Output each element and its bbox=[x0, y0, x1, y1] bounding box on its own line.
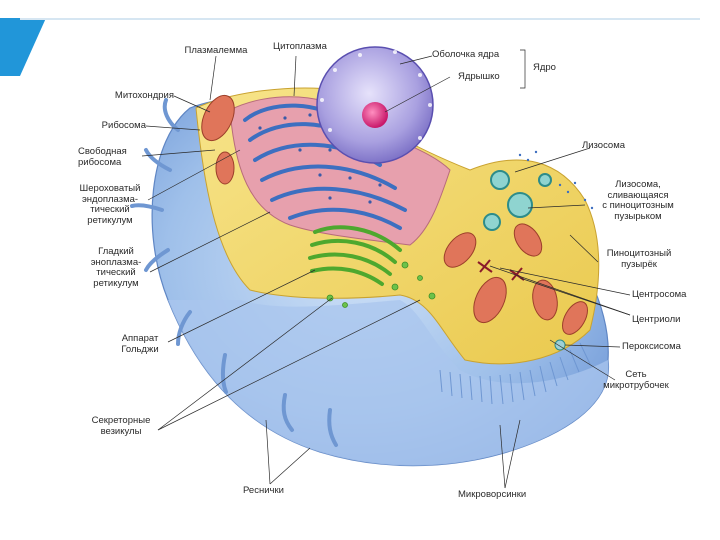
label-secretory-vesicles: Секреторные везикулы bbox=[80, 416, 162, 437]
label-ribosome: Рибосома bbox=[76, 121, 146, 132]
label-free-ribosome: Свободная рибосома bbox=[78, 147, 127, 168]
label-centrosome: Центросома bbox=[632, 290, 686, 301]
nucleolus bbox=[362, 102, 388, 128]
label-smooth-er: Гладкий эноплазма- тический ретикулум bbox=[80, 247, 152, 289]
label-lysosome: Лизосома bbox=[582, 141, 625, 152]
label-mitochondrion: Митохондрия bbox=[76, 91, 174, 102]
label-microtubule-network: Сеть микротрубочек bbox=[592, 370, 680, 391]
label-microvilli: Микроворсинки bbox=[458, 490, 526, 501]
label-nuclear-envelope: Оболочка ядра bbox=[432, 50, 499, 61]
label-nucleolus: Ядрышко bbox=[458, 72, 500, 83]
label-cytoplasm: Цитоплазма bbox=[260, 42, 340, 53]
label-lysosome-fusing: Лизосома, сливающаяся с пиноцитозным пуз… bbox=[588, 180, 688, 222]
label-rough-er: Шероховатый эндоплазма- тический ретикул… bbox=[70, 184, 150, 226]
label-centrioles: Центриоли bbox=[632, 315, 680, 326]
label-golgi: Аппарат Гольджи bbox=[110, 334, 170, 355]
label-nucleus: Ядро bbox=[533, 63, 556, 74]
label-cilia: Реснички bbox=[243, 486, 284, 497]
label-peroxisome: Пероксисома bbox=[622, 342, 681, 353]
label-plasmalemma: Плазмалемма bbox=[163, 46, 269, 57]
label-pinocytotic-vesicle: Пиноцитозный пузырёк bbox=[598, 249, 680, 270]
